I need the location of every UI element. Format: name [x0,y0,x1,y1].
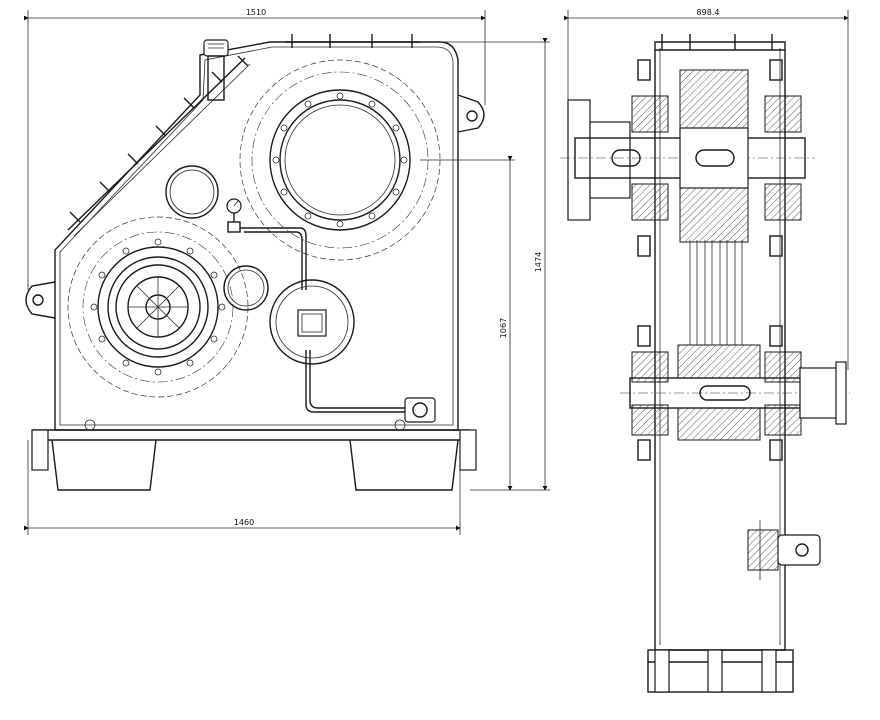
dim-overall-width: 1510 [246,8,266,17]
top-bolts [285,34,420,48]
dim-overall-height: 1474 [534,252,543,272]
base-feet [31,419,477,491]
side-oil-pump [747,520,821,580]
gauge-icon [226,198,242,233]
side-view: 898.4 [560,8,850,693]
front-view: 1510 1460 1474 1067 [24,8,550,535]
cover-bolts [67,55,251,237]
output-bearing-cover [67,216,249,398]
dim-base-width: 1460 [234,518,254,527]
dimensions-front [24,10,550,535]
dim-side-width: 898.4 [697,8,720,17]
lifting-lug-left [25,281,56,319]
side-base [647,649,794,693]
dim-shaft-height: 1067 [499,318,508,338]
input-bearing-cover [239,59,441,261]
housing-outline [54,41,459,431]
input-shaft-assembly [560,59,815,257]
oil-pump-cover [269,279,355,365]
oil-pipe [240,227,405,413]
filler-cap-icon [203,39,229,101]
output-shaft-assembly [620,325,850,461]
inspection-cover [165,165,219,219]
drain-fitting [404,397,436,423]
mid-cover [223,265,269,311]
lifting-lug-right [457,94,485,133]
